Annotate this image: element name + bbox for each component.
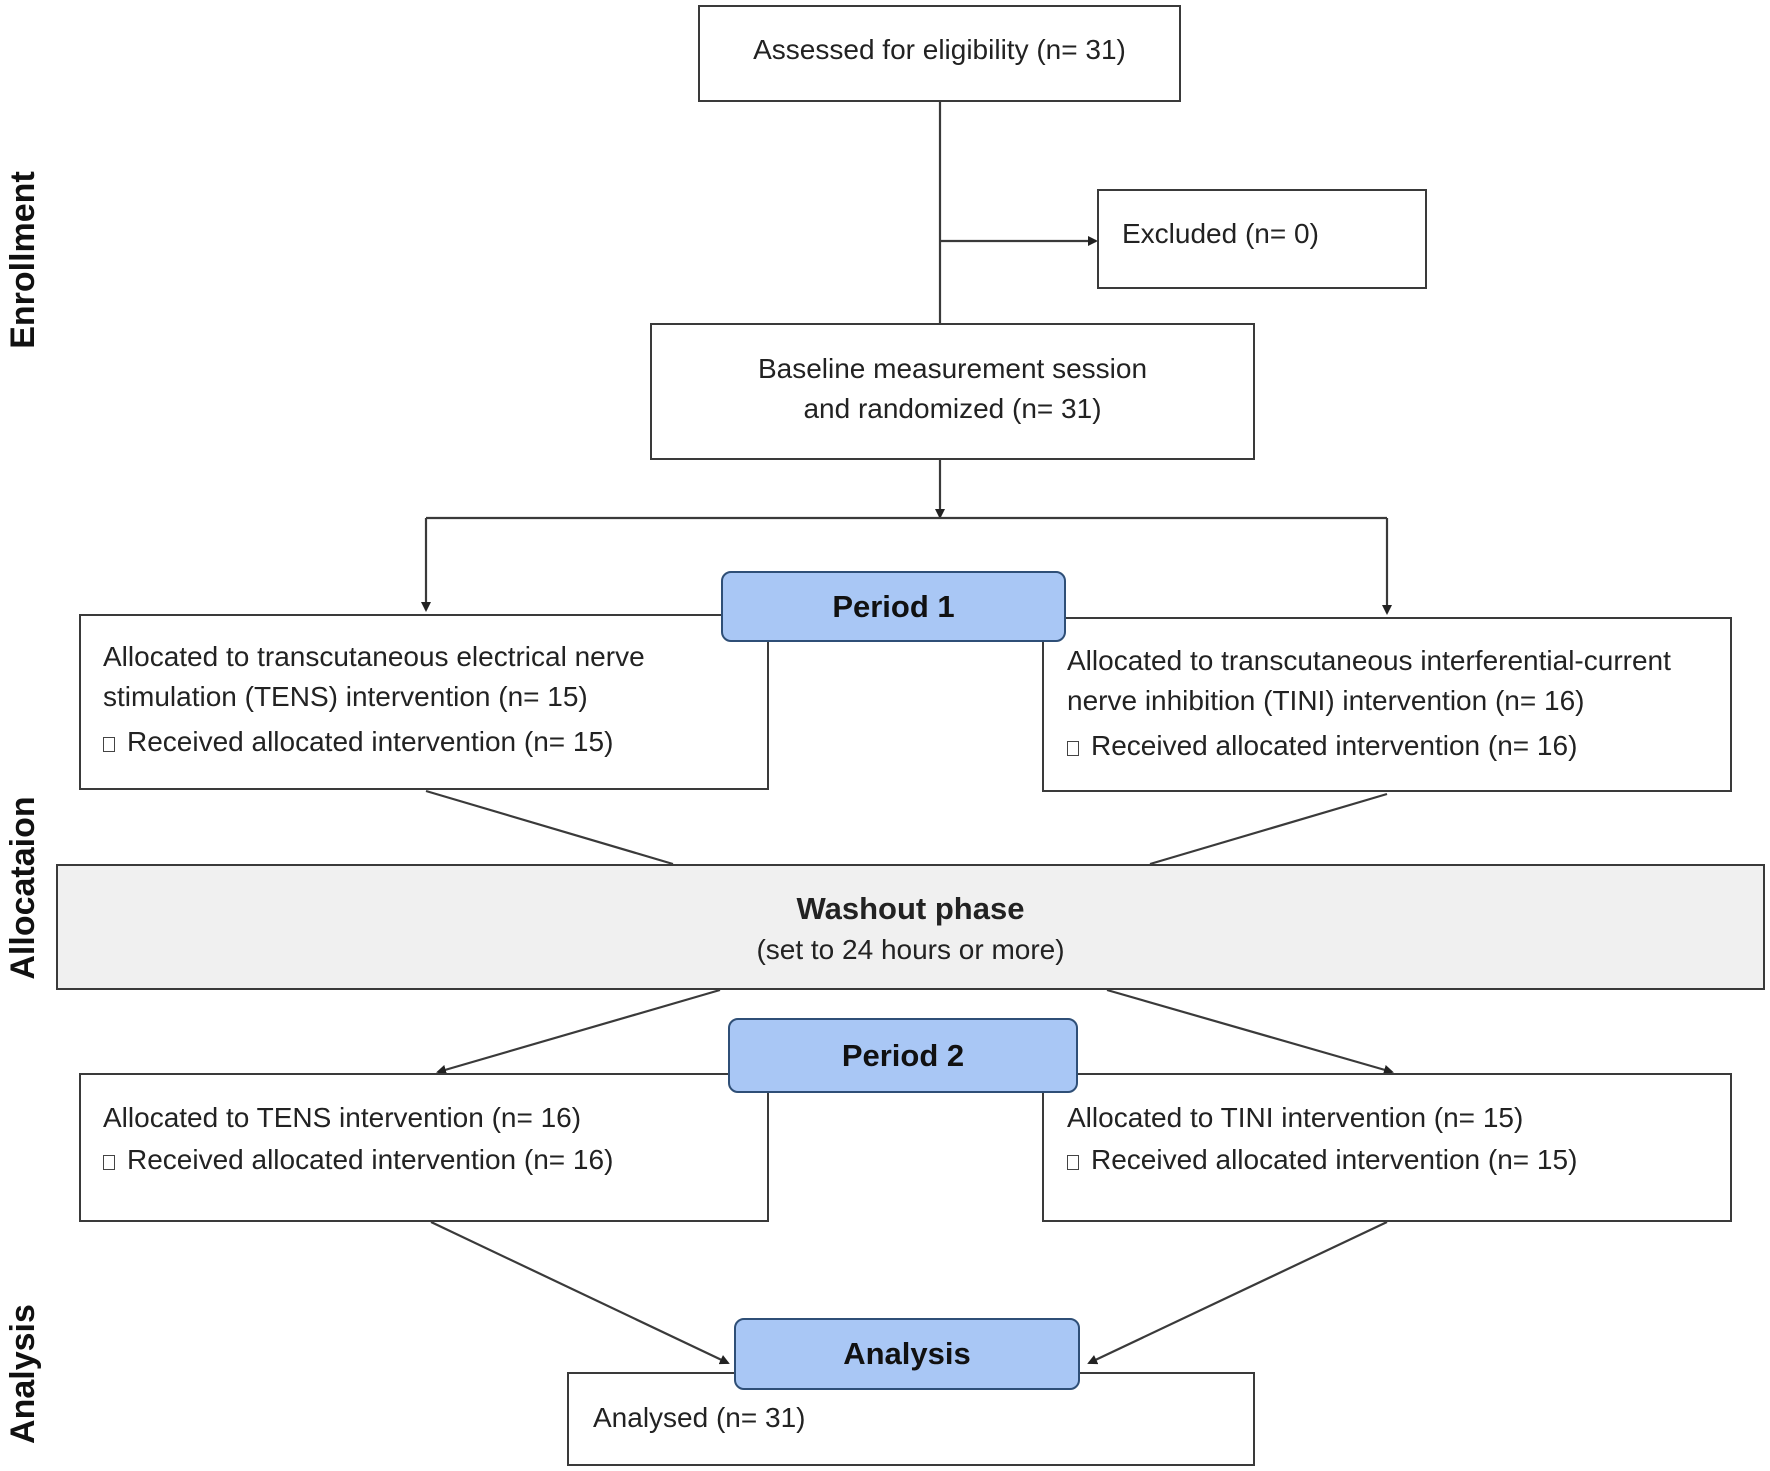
washout-title: Washout phase (796, 891, 1025, 926)
period1-tens-line2: stimulation (TENS) intervention (n= 15) (103, 681, 588, 712)
period1-tini-received-text: Received allocated intervention (n= 16) (1091, 730, 1578, 761)
period1-header: Period 1 (721, 571, 1066, 642)
baseline-box: Baseline measurement session and randomi… (650, 323, 1255, 460)
period1-tens-box: Allocated to transcutaneous electrical n… (79, 614, 769, 790)
period2-tini-box: Allocated to TINI intervention (n= 15) R… (1042, 1073, 1732, 1222)
side-label-enrollment: Enrollment (4, 171, 42, 349)
connector-washout-p2left (436, 988, 721, 1075)
baseline-line1: Baseline measurement session (757, 353, 1148, 384)
assessed-box: Assessed for eligibility (n= 31) (698, 5, 1181, 102)
analysed-text: Analysed (n= 31) (593, 1402, 806, 1433)
assessed-text: Assessed for eligibility (n= 31) (753, 34, 1126, 65)
connector-p2right-analysis (1087, 1221, 1388, 1365)
period1-tens-received-text: Received allocated intervention (n= 15) (127, 726, 614, 757)
period2-tens-received-text: Received allocated intervention (n= 16) (127, 1144, 614, 1175)
checkbox-bullet-icon (1067, 1155, 1079, 1170)
period2-tini-received-text: Received allocated intervention (n= 15) (1091, 1144, 1578, 1175)
baseline-line2: and randomized (n= 31) (803, 393, 1102, 424)
period1-tini-line2: nerve inhibition (TINI) intervention (n=… (1067, 685, 1585, 716)
connector-p1right-washout (1149, 792, 1388, 866)
connector-p1left-washout (425, 789, 674, 866)
washout-box: Washout phase (set to 24 hours or more) (56, 864, 1765, 990)
excluded-text: Excluded (n= 0) (1122, 218, 1319, 249)
washout-subtitle: (set to 24 hours or more) (756, 934, 1065, 965)
analysis-header: Analysis (734, 1318, 1080, 1390)
side-label-analysis: Analysis (4, 1304, 42, 1444)
period1-tens-line1: Allocated to transcutaneous electrical n… (103, 641, 645, 672)
period2-tens-line1: Allocated to TENS intervention (n= 16) (103, 1102, 582, 1133)
period2-tens-box: Allocated to TENS intervention (n= 16) R… (79, 1073, 769, 1222)
period2-tini-received: Received allocated intervention (n= 15) (1067, 1140, 1730, 1180)
checkbox-bullet-icon (1067, 741, 1079, 756)
period1-tini-received: Received allocated intervention (n= 16) (1067, 726, 1730, 766)
period1-tini-box: Allocated to transcutaneous interferenti… (1042, 617, 1732, 792)
period2-tini-line1: Allocated to TINI intervention (n= 15) (1067, 1102, 1524, 1133)
checkbox-bullet-icon (103, 737, 115, 752)
excluded-box: Excluded (n= 0) (1097, 189, 1427, 289)
period2-header: Period 2 (728, 1018, 1078, 1093)
checkbox-bullet-icon (103, 1155, 115, 1170)
period1-tens-received: Received allocated intervention (n= 15) (103, 722, 767, 762)
connector-washout-p2right (1106, 988, 1394, 1075)
connector-p2left-analysis (430, 1221, 730, 1365)
period2-tens-received: Received allocated intervention (n= 16) (103, 1140, 767, 1180)
side-label-allocation: Allocataion (4, 796, 42, 980)
period1-tini-line1: Allocated to transcutaneous interferenti… (1067, 645, 1671, 676)
